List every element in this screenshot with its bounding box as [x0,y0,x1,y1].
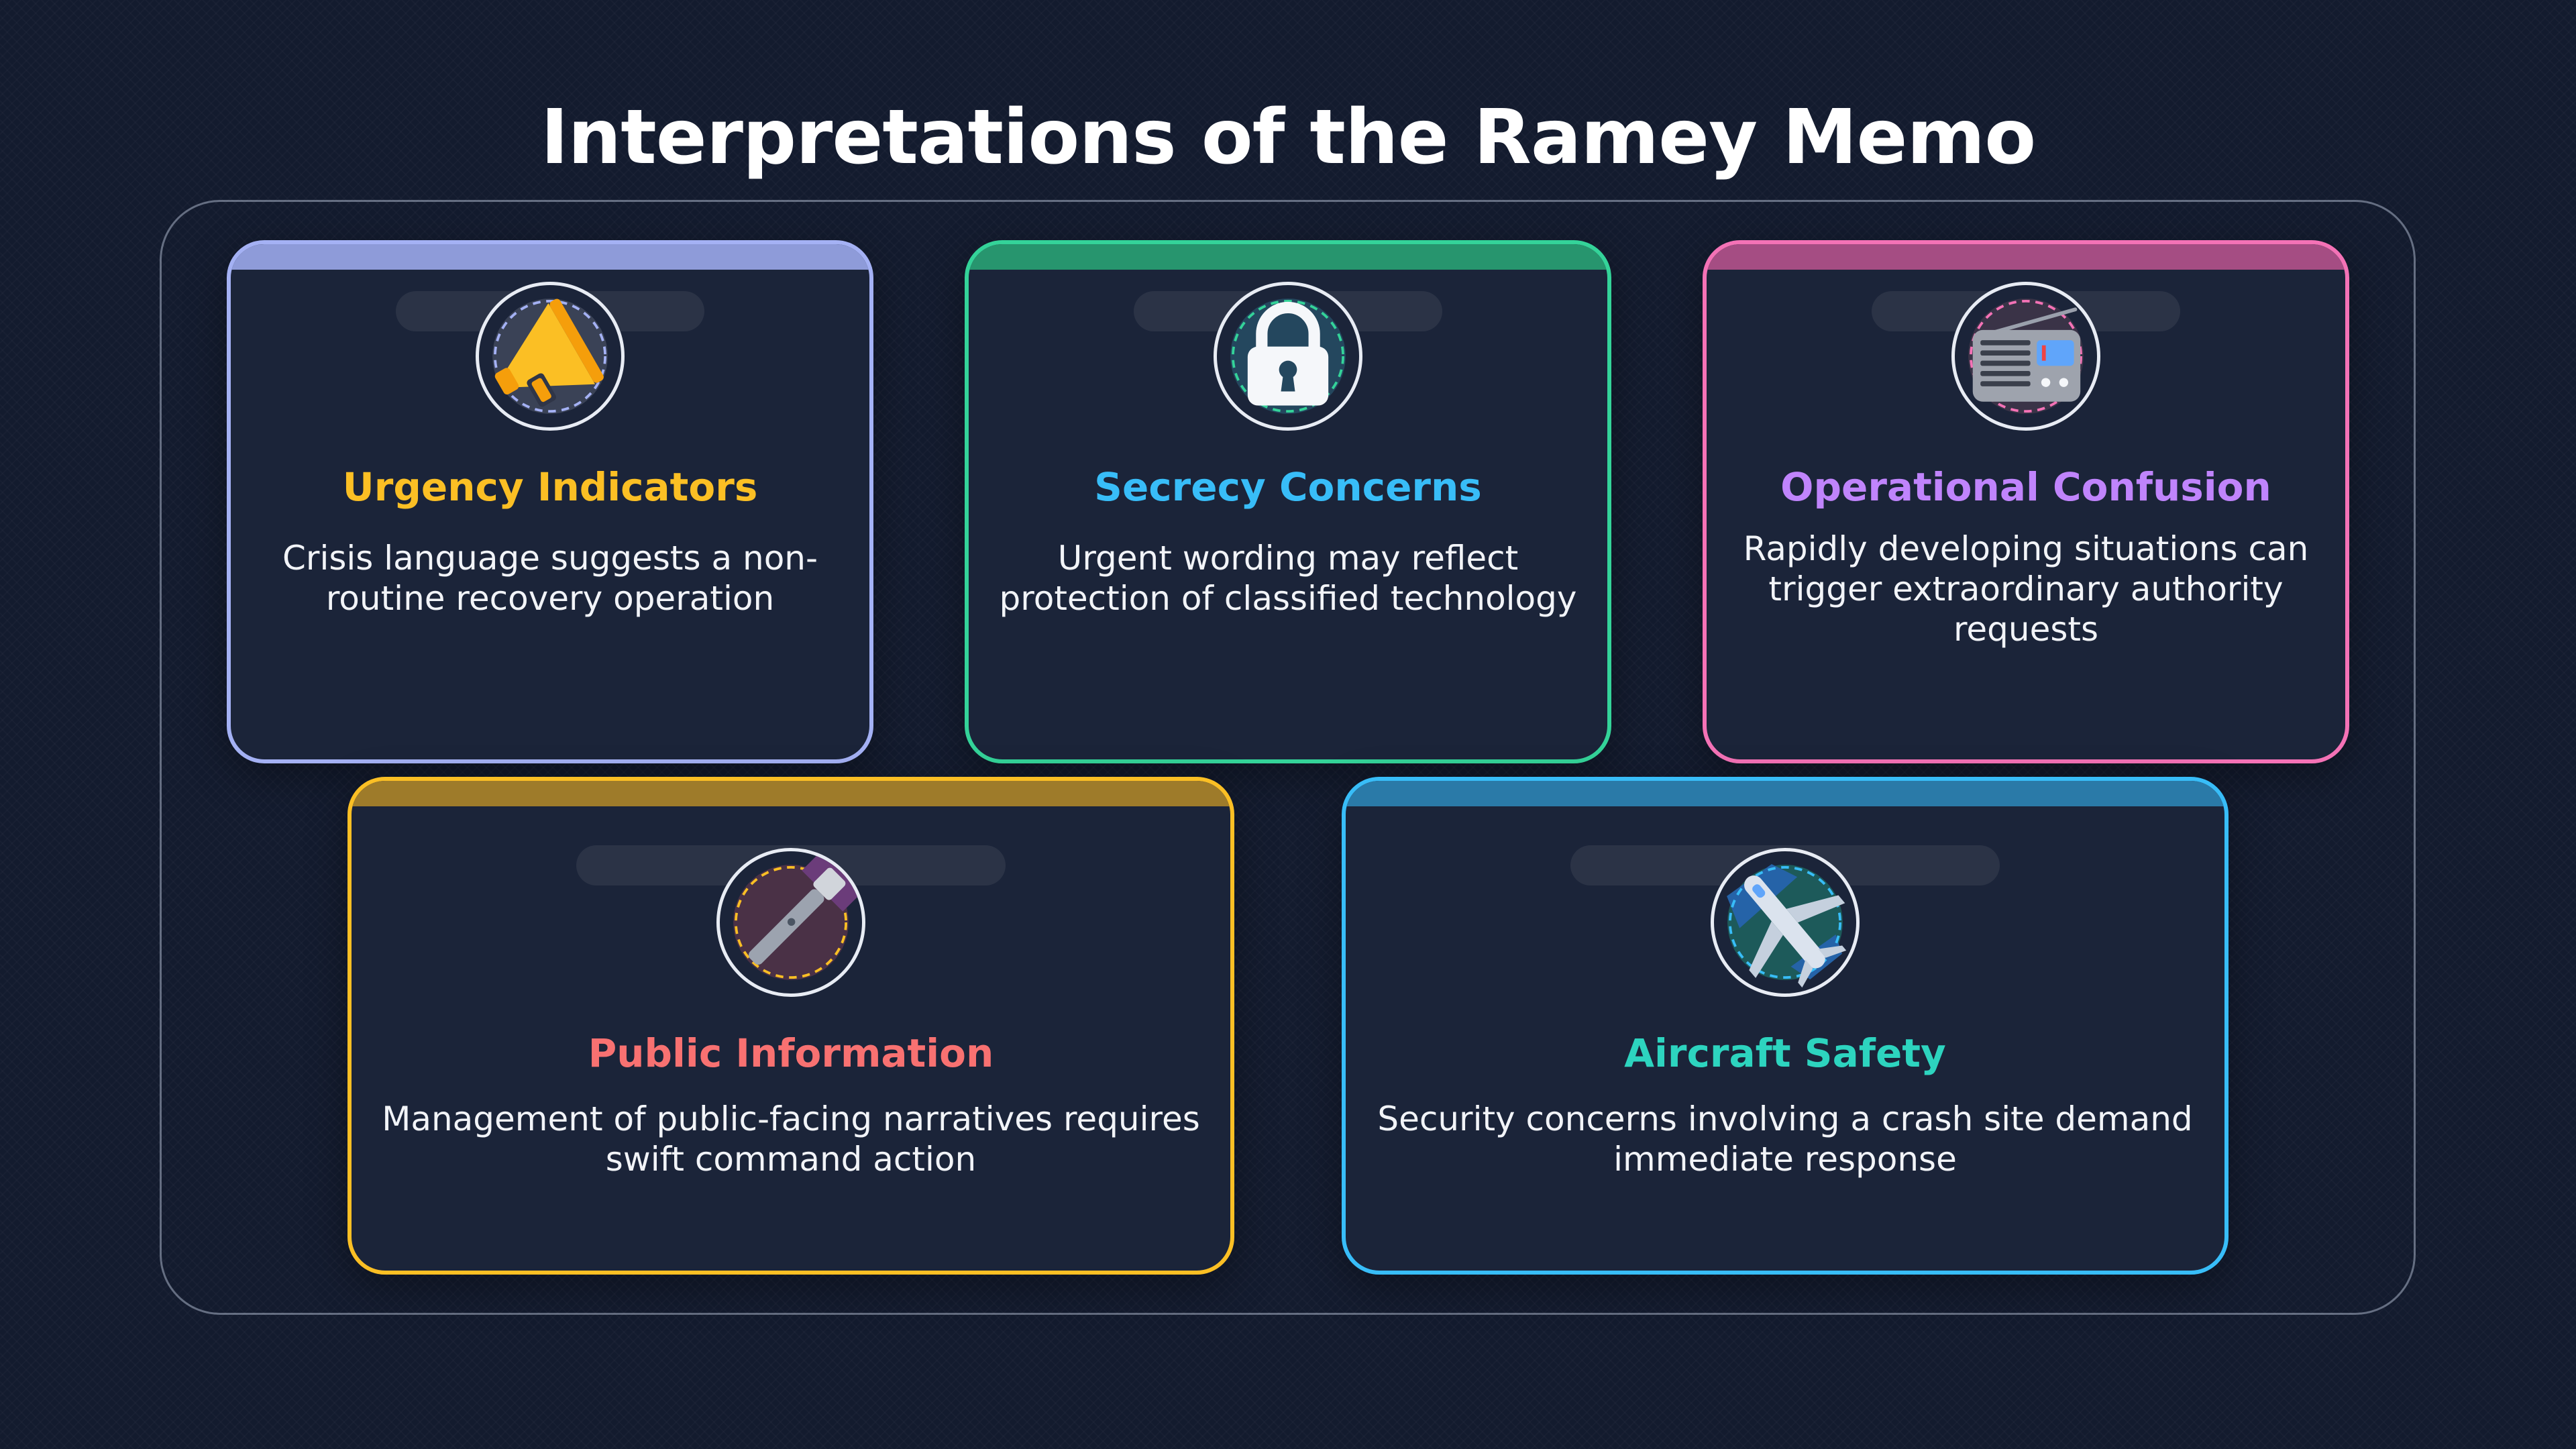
card-heading: Public Information [588,1030,994,1076]
card-description: Rapidly developing situations can trigge… [1743,529,2309,649]
page-title: Interpretations of the Ramey Memo [540,94,2036,181]
cards-frame [160,200,2416,1315]
airplane-icon [1711,848,1860,997]
card-aircraft-safety: Aircraft Safety Security concerns involv… [1342,777,2229,1275]
card-heading: Operational Confusion [1780,464,2271,510]
card-accent-bar [1346,781,2224,806]
radio-icon [1951,282,2100,431]
card-heading: Secrecy Concerns [1094,464,1482,510]
megaphone-icon [476,282,625,431]
card-public-information: Public Information Management of public-… [347,777,1234,1275]
card-urgency-indicators: Urgency Indicators Crisis language sugge… [227,240,873,763]
card-description: Security concerns involving a crash site… [1377,1099,2193,1179]
card-operational-confusion: Operational Confusion Rapidly developing… [1703,240,2349,763]
card-accent-bar [352,781,1230,806]
card-accent-bar [969,244,1607,270]
card-accent-bar [231,244,869,270]
card-heading: Urgency Indicators [342,464,758,510]
card-description: Management of public-facing narratives r… [382,1099,1200,1179]
card-secrecy-concerns: Secrecy Concerns Urgent wording may refl… [965,240,1611,763]
padlock-icon [1214,282,1362,431]
card-accent-bar [1707,244,2345,270]
card-description: Crisis language suggests a non-routine r… [282,539,818,618]
card-heading: Aircraft Safety [1624,1030,1946,1076]
flashlight-icon [716,848,865,997]
card-description: Urgent wording may reflect protection of… [999,539,1577,618]
